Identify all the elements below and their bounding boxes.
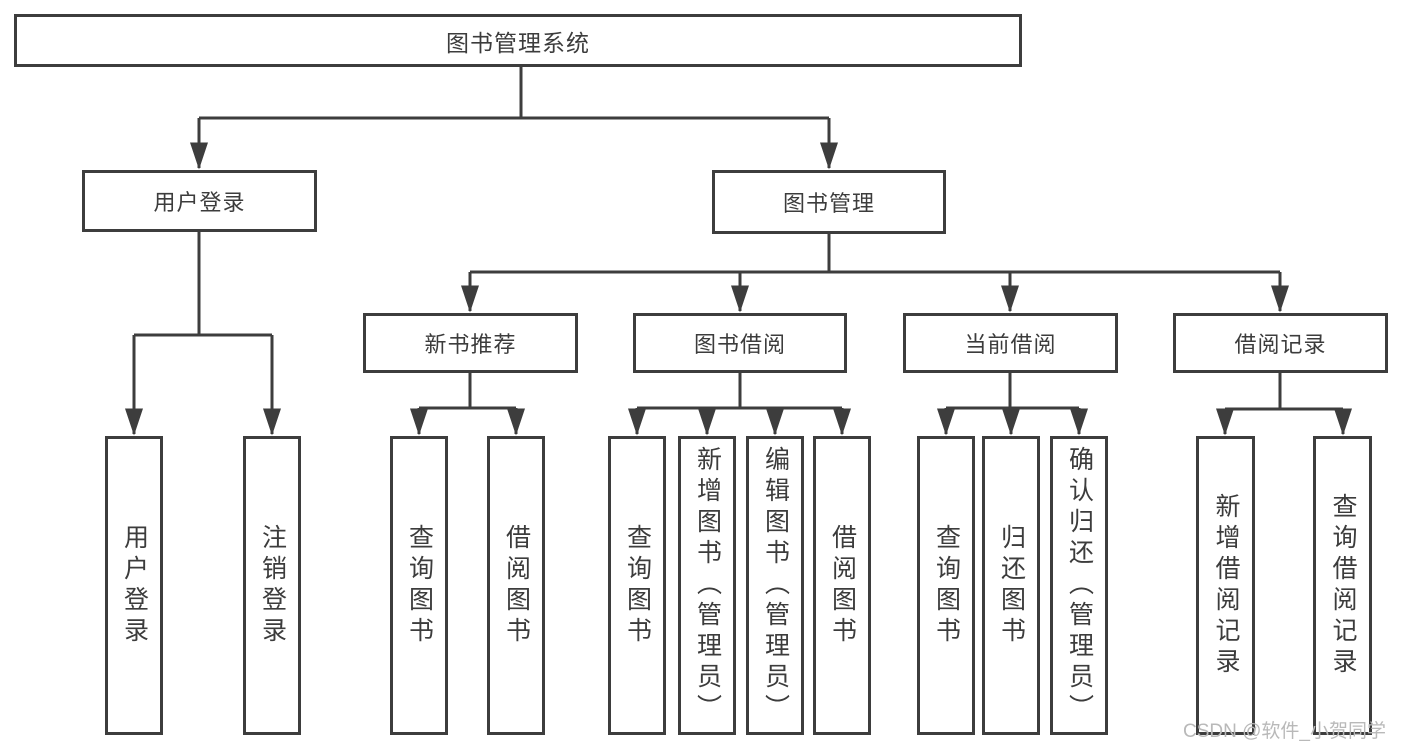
node-label: 查询图书 bbox=[405, 523, 434, 648]
node-library-management-system: 图书管理系统 bbox=[14, 14, 1022, 67]
leaf-query-books-current: 查询图书 bbox=[917, 436, 975, 735]
node-label: 借阅图书 bbox=[828, 523, 857, 648]
leaf-add-books-admin: 新增图书（管理员） bbox=[678, 436, 736, 735]
csdn-watermark: CSDN @软件_小贺同学 bbox=[1183, 721, 1386, 742]
leaf-logout: 注销登录 bbox=[243, 436, 301, 735]
node-label: 借阅图书 bbox=[502, 523, 531, 648]
leaf-add-borrow-record: 新增借阅记录 bbox=[1196, 436, 1255, 735]
node-label: 编辑图书（管理员） bbox=[761, 446, 790, 725]
node-book-management: 图书管理 bbox=[712, 170, 946, 234]
node-label: 归还图书 bbox=[997, 523, 1026, 648]
node-label: 查询图书 bbox=[932, 523, 961, 648]
leaf-edit-books-admin: 编辑图书（管理员） bbox=[746, 436, 804, 735]
leaf-return-books: 归还图书 bbox=[982, 436, 1040, 735]
node-borrow-records: 借阅记录 bbox=[1173, 313, 1388, 373]
node-book-borrow: 图书借阅 bbox=[633, 313, 847, 373]
node-label: 新增借阅记录 bbox=[1212, 492, 1240, 679]
leaf-borrow-books-recommend: 借阅图书 bbox=[487, 436, 545, 735]
leaf-query-books-borrow: 查询图书 bbox=[608, 436, 666, 735]
leaf-query-borrow-record: 查询借阅记录 bbox=[1313, 436, 1372, 735]
leaf-borrow-books: 借阅图书 bbox=[813, 436, 871, 735]
node-label: 查询借阅记录 bbox=[1329, 492, 1357, 679]
node-label: 查询图书 bbox=[623, 523, 652, 648]
node-current-borrow: 当前借阅 bbox=[903, 313, 1118, 373]
node-label: 注销登录 bbox=[258, 523, 287, 648]
node-label: 确认归还（管理员） bbox=[1065, 446, 1094, 725]
leaf-user-login: 用户登录 bbox=[105, 436, 163, 735]
leaf-confirm-return-admin: 确认归还（管理员） bbox=[1050, 436, 1108, 735]
node-new-book-recommend: 新书推荐 bbox=[363, 313, 578, 373]
leaf-query-books-recommend: 查询图书 bbox=[390, 436, 448, 735]
node-label: 新增图书（管理员） bbox=[693, 446, 722, 725]
node-label: 用户登录 bbox=[120, 523, 149, 648]
node-user-login: 用户登录 bbox=[82, 170, 317, 232]
